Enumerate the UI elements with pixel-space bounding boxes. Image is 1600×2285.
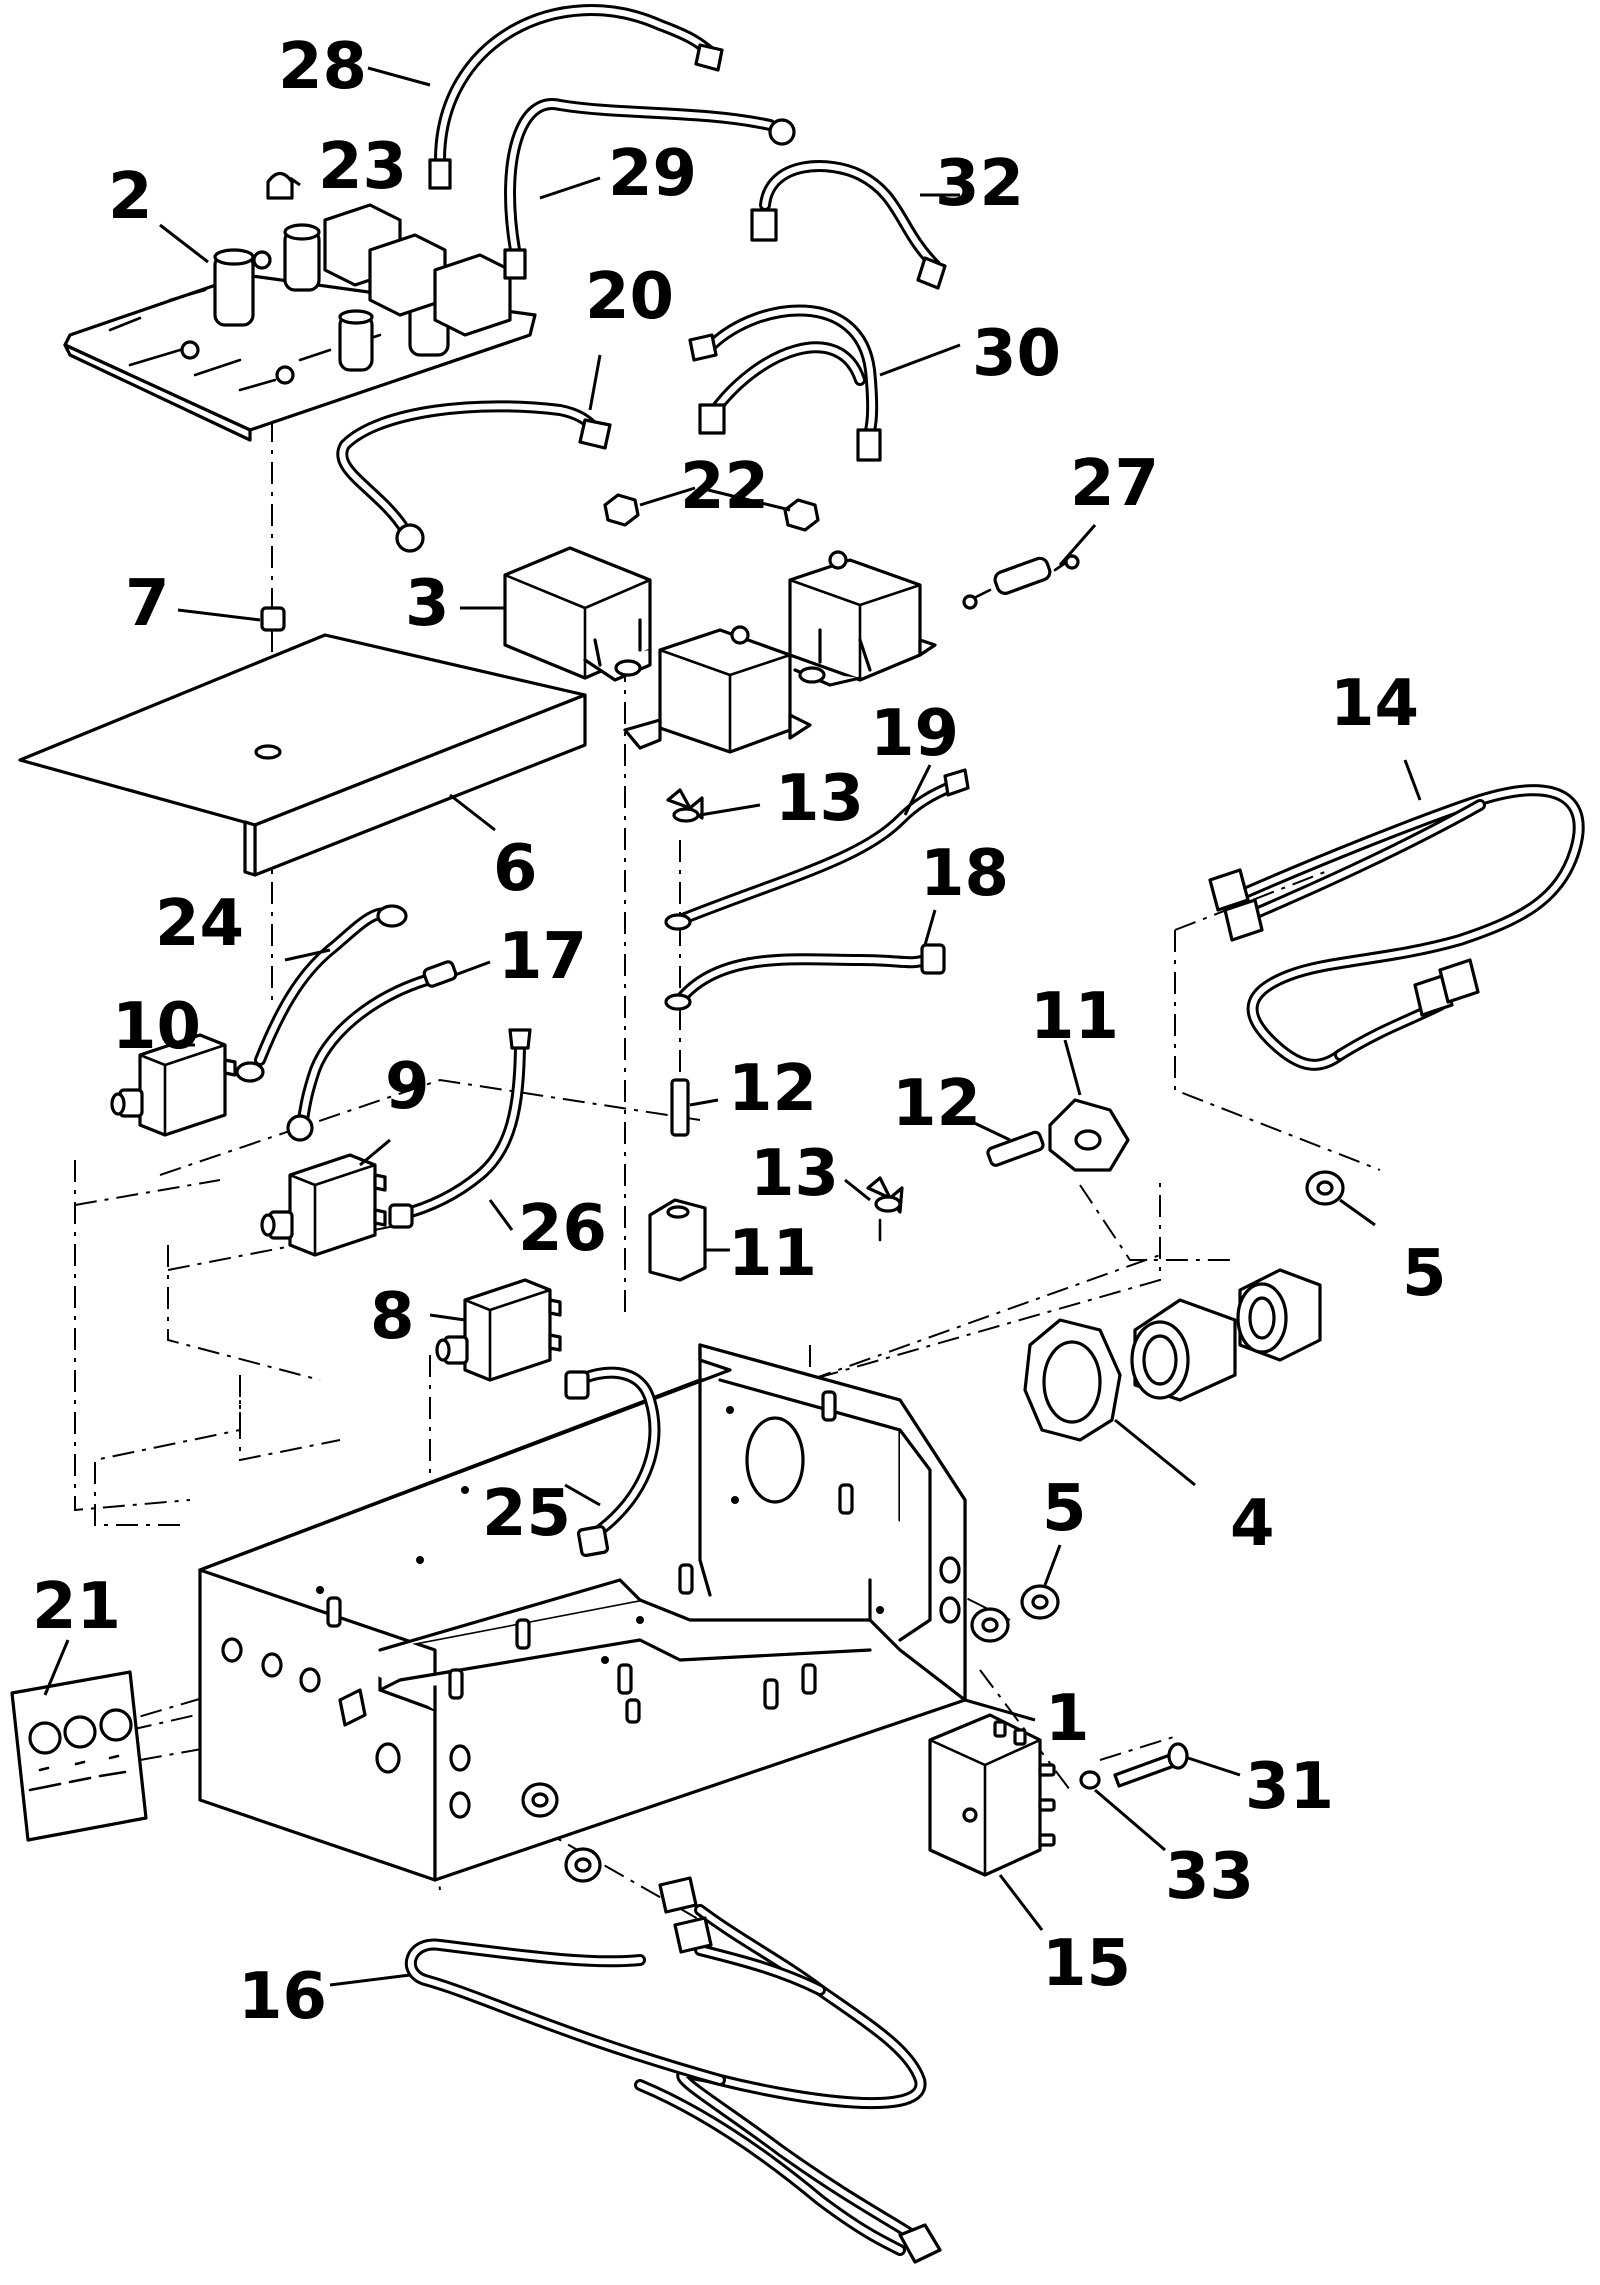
callout-20: 20 bbox=[585, 260, 674, 334]
callout-15: 15 bbox=[1042, 1927, 1131, 2001]
standoff-11-lower bbox=[648, 1198, 707, 1282]
wing-nut-13-upper bbox=[666, 788, 704, 823]
callout-22: 22 bbox=[680, 450, 769, 524]
callout-10: 10 bbox=[112, 990, 201, 1064]
callout-18: 18 bbox=[920, 837, 1009, 911]
callout-8: 8 bbox=[370, 1280, 415, 1354]
callout-21: 21 bbox=[32, 1570, 121, 1644]
callout-23: 23 bbox=[318, 130, 407, 204]
callout-labels: 28 23 29 32 2 20 30 22 27 3 7 19 14 13 6… bbox=[32, 30, 1447, 2034]
callout-12-vertical: 12 bbox=[728, 1052, 817, 1126]
callout-6: 6 bbox=[493, 832, 538, 906]
grommet-front-lower bbox=[564, 1847, 602, 1883]
callout-17: 17 bbox=[498, 920, 587, 994]
callout-31: 31 bbox=[1245, 1750, 1334, 1824]
callout-7: 7 bbox=[125, 567, 170, 641]
relay-center bbox=[623, 625, 812, 754]
wire-29 bbox=[503, 98, 796, 280]
callout-33: 33 bbox=[1165, 1840, 1254, 1914]
wire-19 bbox=[664, 768, 970, 931]
circuit-breaker-8 bbox=[435, 1278, 562, 1382]
standoff-11-upper bbox=[1048, 1098, 1130, 1172]
module-15 bbox=[928, 1713, 1056, 1877]
harness-14 bbox=[1208, 784, 1585, 1071]
leader-lines bbox=[43, 66, 1422, 1987]
wire-30 bbox=[688, 304, 882, 462]
callout-2: 2 bbox=[108, 160, 153, 234]
callout-19: 19 bbox=[870, 697, 959, 771]
chassis-1 bbox=[198, 1343, 967, 1882]
wire-20 bbox=[336, 400, 612, 553]
callout-29: 29 bbox=[608, 137, 697, 211]
callout-13-upper: 13 bbox=[775, 762, 864, 836]
callout-5-lower: 5 bbox=[1042, 1472, 1087, 1546]
lock-nut-4 bbox=[1023, 1318, 1122, 1442]
harness-16 bbox=[404, 1876, 942, 2264]
callout-9: 9 bbox=[385, 1050, 430, 1124]
resistor-27 bbox=[962, 554, 1080, 610]
hex-nut-22-right bbox=[783, 498, 820, 532]
callout-4: 4 bbox=[1230, 1487, 1275, 1561]
wire-17 bbox=[286, 960, 458, 1142]
circuit-breaker-10 bbox=[110, 1033, 237, 1137]
circuit-breaker-9 bbox=[260, 1153, 387, 1257]
bushing-4 bbox=[1130, 1268, 1322, 1402]
wire-25 bbox=[564, 1366, 661, 1558]
wire-18 bbox=[664, 943, 946, 1011]
relay-right bbox=[788, 550, 937, 687]
callout-11-lower: 11 bbox=[728, 1217, 817, 1291]
callout-27: 27 bbox=[1070, 447, 1159, 521]
spacer-7 bbox=[260, 606, 286, 632]
relay-left bbox=[503, 546, 652, 682]
screw-31 bbox=[1113, 1742, 1189, 1788]
nameplate-21 bbox=[10, 1670, 148, 1842]
callout-12-horizontal: 12 bbox=[892, 1067, 981, 1141]
insulator-plate-6 bbox=[18, 633, 587, 877]
callout-5-upper: 5 bbox=[1402, 1237, 1447, 1311]
callout-16: 16 bbox=[238, 1960, 327, 2034]
hex-nut-22-left bbox=[603, 493, 640, 527]
callout-28: 28 bbox=[278, 30, 367, 104]
cap-nut bbox=[266, 171, 294, 200]
pin-12-horizontal bbox=[986, 1130, 1045, 1167]
callout-3: 3 bbox=[405, 567, 450, 641]
callout-25: 25 bbox=[482, 1477, 571, 1551]
callout-11-upper: 11 bbox=[1030, 980, 1119, 1054]
wing-nut-13-lower bbox=[866, 1176, 904, 1242]
wire-26 bbox=[388, 1028, 532, 1229]
wire-32 bbox=[750, 160, 947, 290]
callout-1: 1 bbox=[1045, 1682, 1090, 1756]
washer-5-upper bbox=[1305, 1170, 1345, 1206]
callout-24: 24 bbox=[155, 887, 244, 961]
callout-32: 32 bbox=[935, 147, 1024, 221]
washer-5-lower bbox=[970, 1584, 1060, 1643]
circuit-board bbox=[63, 203, 537, 442]
callout-30: 30 bbox=[972, 317, 1061, 391]
lock-washer-33 bbox=[1079, 1770, 1101, 1790]
callout-26: 26 bbox=[518, 1192, 607, 1266]
grommet-front-upper bbox=[521, 1782, 559, 1818]
wire-28 bbox=[428, 4, 724, 190]
callout-13-lower: 13 bbox=[750, 1137, 839, 1211]
callout-14: 14 bbox=[1330, 667, 1419, 741]
pin-12-vertical bbox=[670, 1078, 690, 1137]
